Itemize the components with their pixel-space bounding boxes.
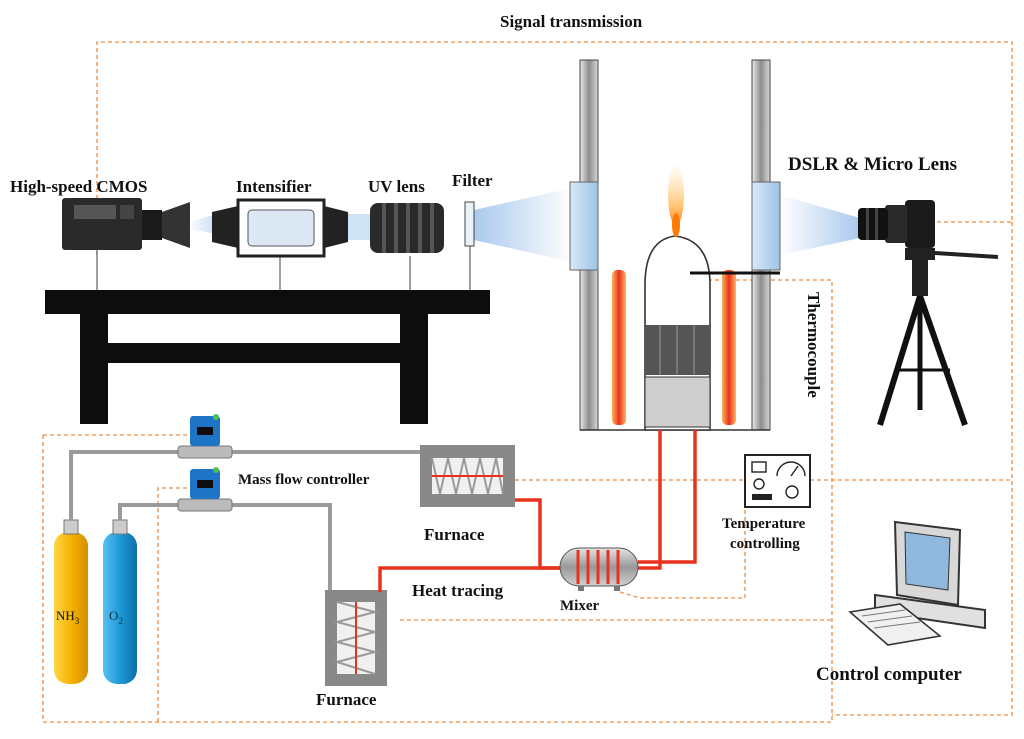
label-temperature: Temperature	[722, 516, 806, 532]
label-control-computer: Control computer	[816, 664, 962, 685]
label-thermocouple: Thermocouple	[804, 292, 823, 398]
mixer	[559, 547, 639, 591]
filter	[464, 201, 475, 247]
gas-lines	[69, 450, 420, 592]
combustion-chamber	[569, 59, 781, 431]
label-dslr-micro-lens: DSLR & Micro Lens	[788, 154, 957, 175]
dslr-camera	[858, 200, 935, 248]
control-computer	[848, 520, 986, 646]
mass-flow-controller-1	[177, 414, 233, 459]
label-high-speed-cmos: High-speed CMOS	[10, 177, 147, 196]
signal-lines	[42, 41, 1013, 723]
label-controlling: controlling	[730, 536, 800, 552]
heat-tracing-lines	[378, 430, 697, 592]
light-beam-dslr	[780, 195, 860, 255]
label-signal-transmission: Signal transmission	[500, 12, 643, 31]
uv-lens	[370, 203, 444, 253]
high-speed-cmos-camera	[62, 198, 190, 250]
label-intensifier: Intensifier	[236, 177, 312, 196]
label-mass-flow-controller: Mass flow controller	[238, 472, 370, 488]
light-beam-filter	[474, 188, 572, 262]
furnace-bottom	[325, 590, 387, 686]
label-filter: Filter	[452, 171, 493, 190]
label-mixer: Mixer	[560, 598, 599, 614]
nh3-cylinder	[54, 519, 88, 684]
light-beam-intensifier	[348, 214, 370, 240]
nh3-label: NH3	[56, 608, 80, 626]
o2-label: O2	[109, 608, 123, 626]
furnace-top	[420, 445, 515, 507]
label-heat-tracing: Heat tracing	[412, 581, 504, 600]
o2-cylinder	[103, 519, 137, 684]
temperature-controller	[744, 454, 811, 508]
label-furnace-top: Furnace	[424, 525, 485, 544]
mass-flow-controller-2	[177, 467, 233, 512]
label-uv-lens: UV lens	[368, 177, 425, 196]
label-furnace-bottom: Furnace	[316, 690, 377, 709]
tripod	[877, 248, 999, 426]
optical-table	[45, 244, 490, 424]
intensifier	[212, 198, 348, 258]
